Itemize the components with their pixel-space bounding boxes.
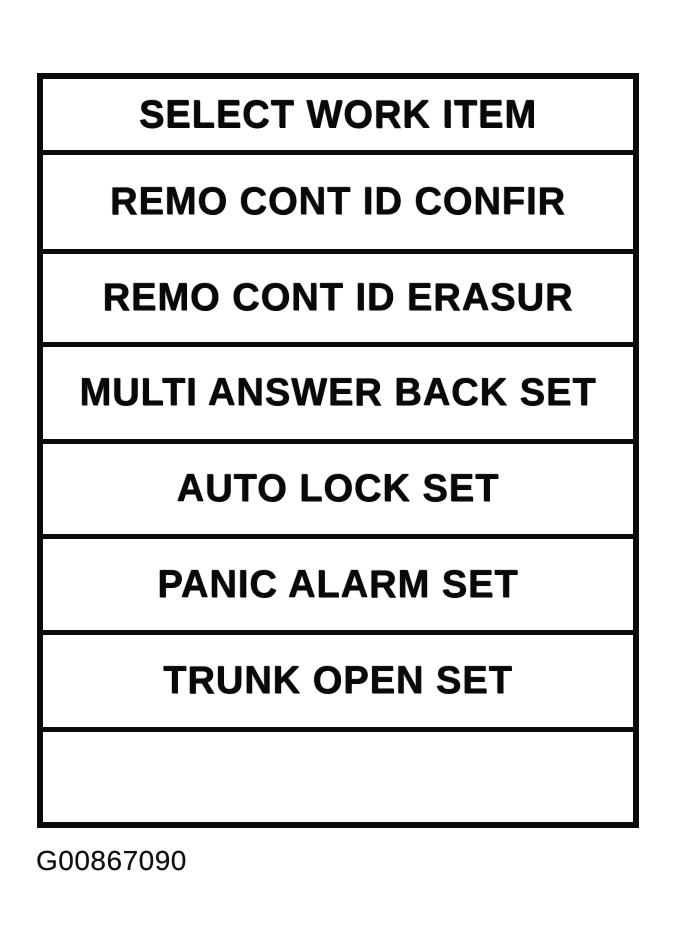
figure-id-label: G00867090 [36, 845, 187, 876]
menu-item-panic-alarm-set[interactable]: PANIC ALARM SET [43, 539, 633, 635]
menu-item-label: TRUNK OPEN SET [163, 659, 513, 703]
menu-title: SELECT WORK ITEM [138, 93, 538, 136]
menu-item-label: REMO CONT ID CONFIR [110, 180, 566, 224]
menu-item-remo-cont-id-confir[interactable]: REMO CONT ID CONFIR [43, 155, 633, 254]
menu-item-label: PANIC ALARM SET [157, 563, 519, 606]
menu-empty-row [43, 732, 633, 822]
menu-item-label: REMO CONT ID ERASUR [102, 276, 574, 320]
menu-item-remo-cont-id-erasur[interactable]: REMO CONT ID ERASUR [43, 254, 633, 347]
menu-item-multi-answer-back-set[interactable]: MULTI ANSWER BACK SET [43, 347, 633, 444]
menu-item-label: MULTI ANSWER BACK SET [79, 371, 597, 415]
menu-item-trunk-open-set[interactable]: TRUNK OPEN SET [43, 635, 633, 732]
select-work-item-menu: SELECT WORK ITEM REMO CONT ID CONFIR REM… [37, 73, 639, 828]
menu-item-label: AUTO LOCK SET [176, 467, 500, 511]
menu-item-auto-lock-set[interactable]: AUTO LOCK SET [43, 444, 633, 539]
menu-title-row: SELECT WORK ITEM [43, 79, 633, 155]
